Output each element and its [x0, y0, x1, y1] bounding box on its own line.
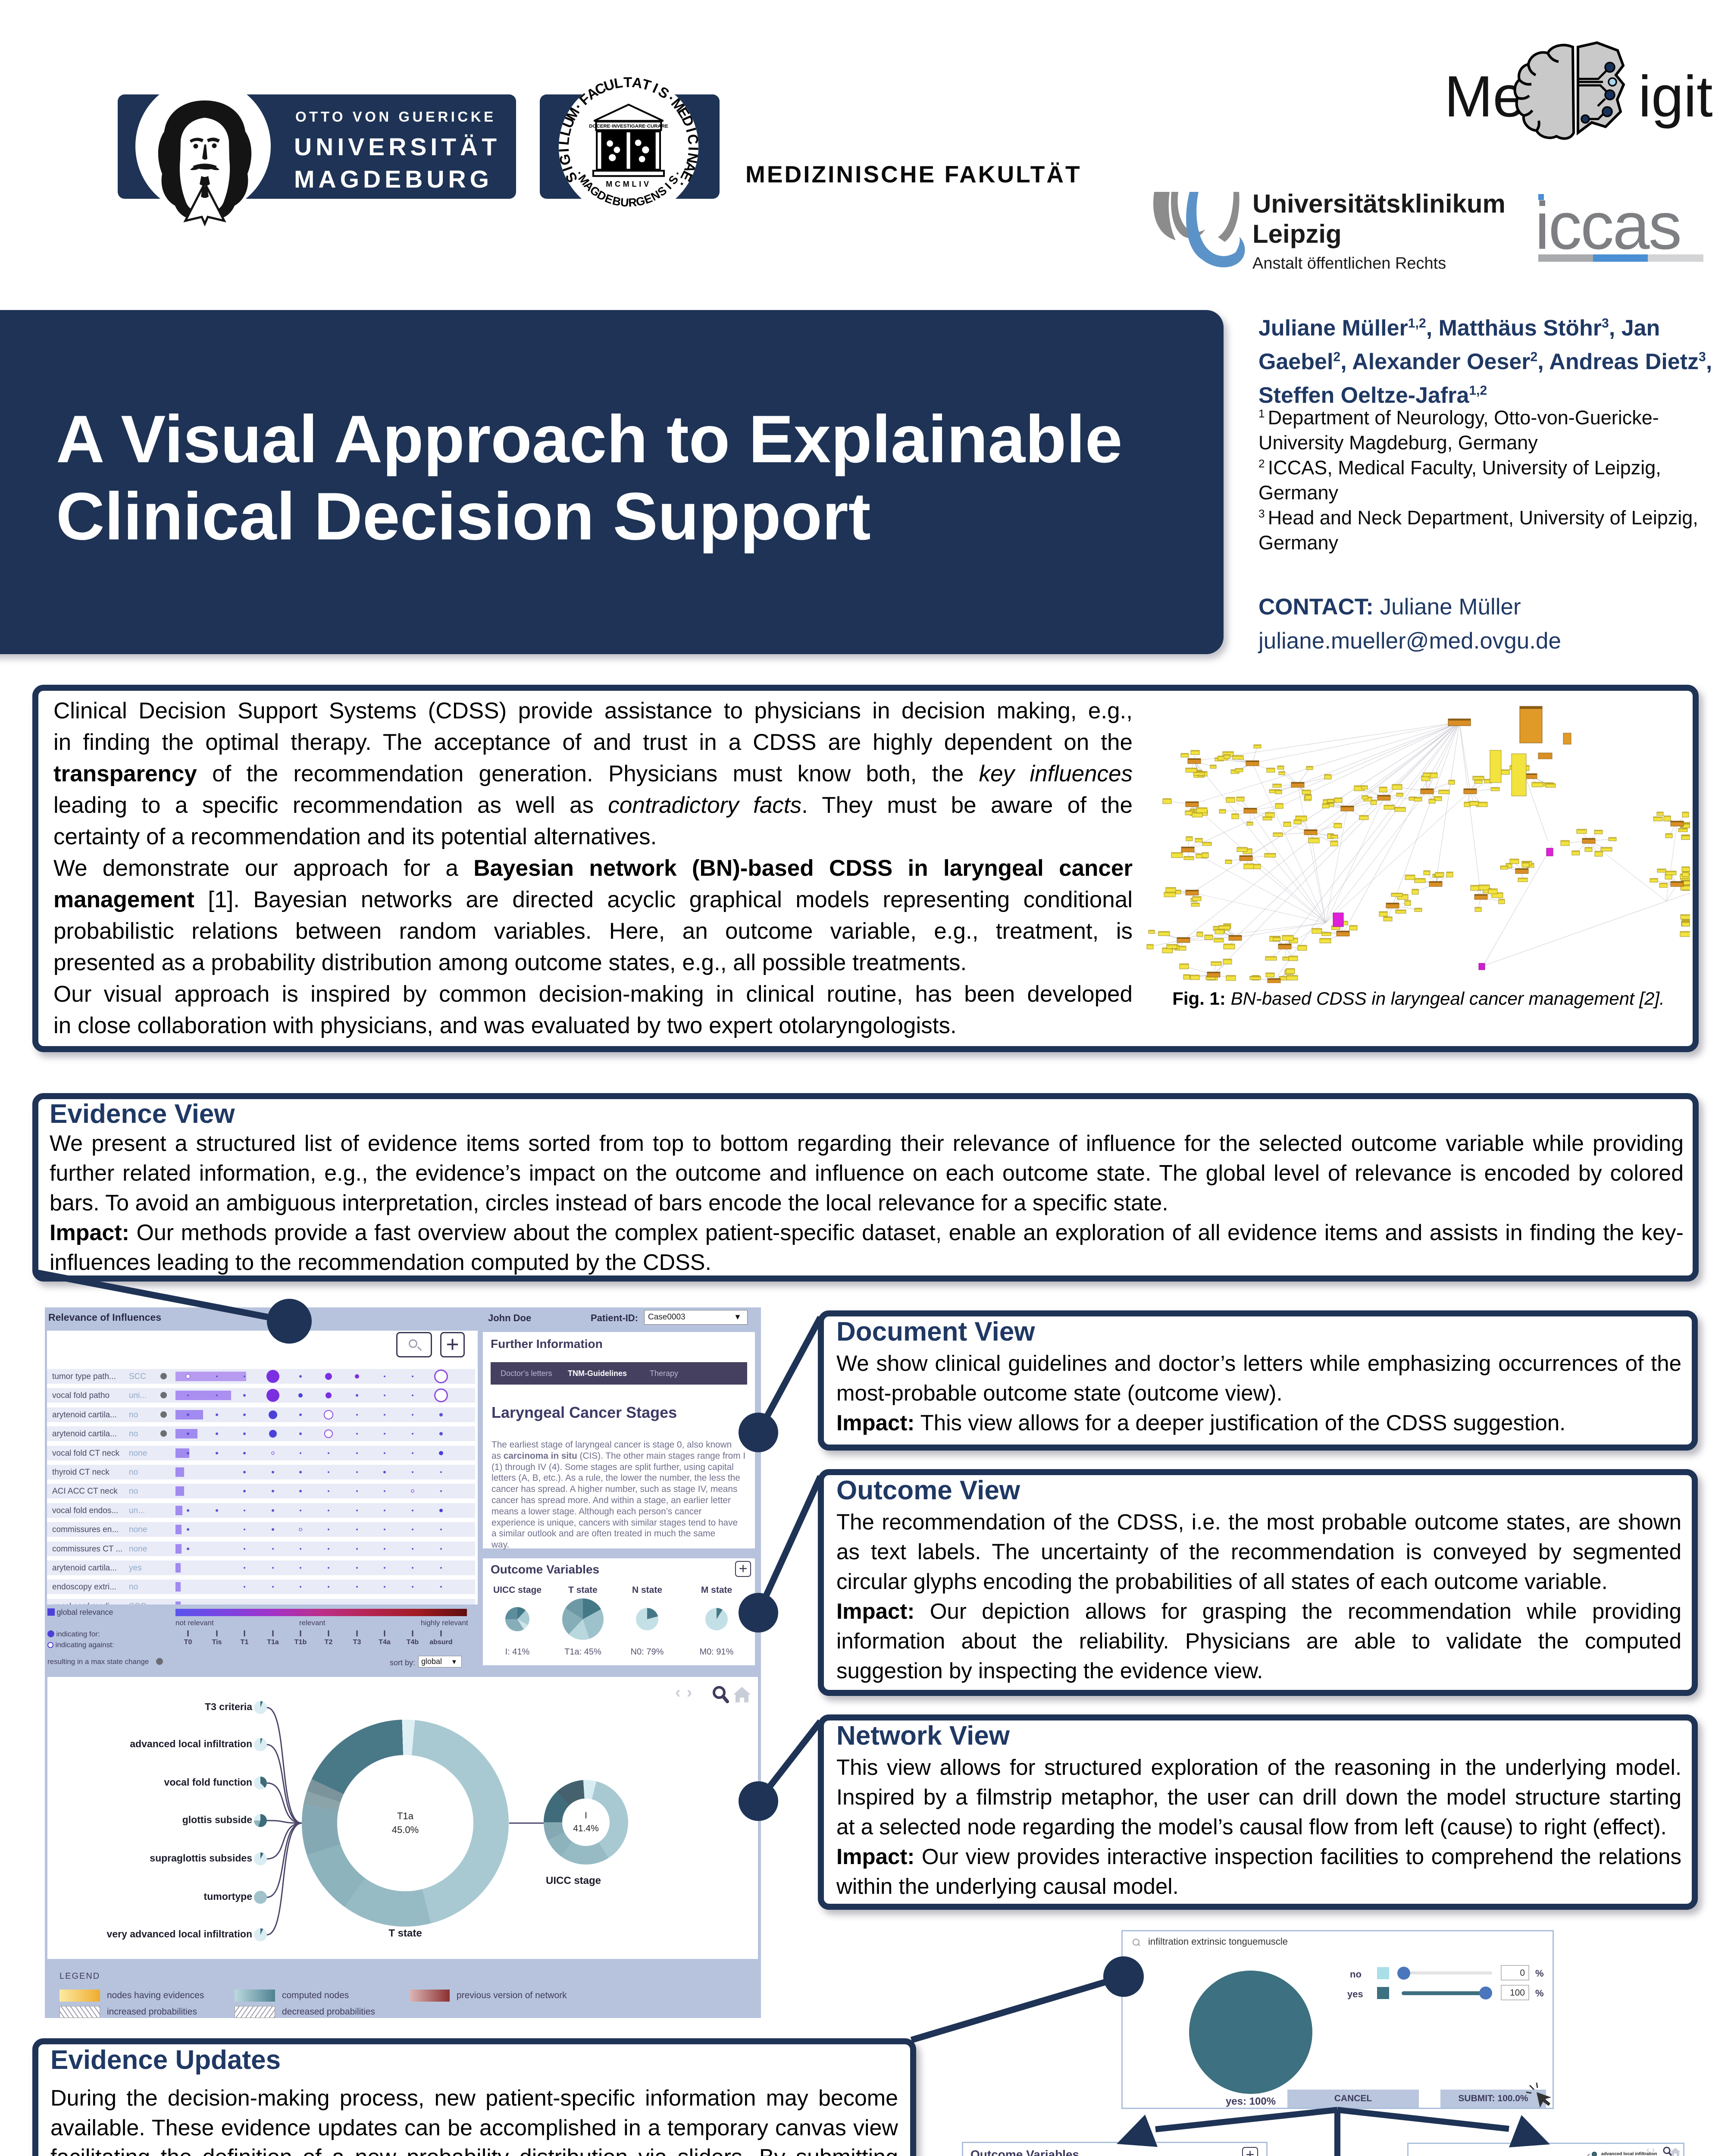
svg-text:Universitätsklinikum: Universitätsklinikum — [1252, 189, 1506, 218]
svg-text:R: R — [628, 196, 637, 209]
svg-text:I: I — [686, 147, 701, 151]
svg-text:MAGDEBURG: MAGDEBURG — [294, 166, 493, 193]
svg-text:Anstalt öffentlichen Rechts: Anstalt öffentlichen Rechts — [1252, 254, 1446, 273]
svg-text:T: T — [623, 74, 632, 90]
svg-text:iccas: iccas — [1535, 188, 1681, 263]
svg-text:C: C — [685, 133, 702, 145]
svg-text:OTTO VON GUERICKE: OTTO VON GUERICKE — [295, 109, 496, 125]
svg-text:DOCERE·INVESTIGARE·CURARE: DOCERE·INVESTIGARE·CURARE — [589, 124, 668, 129]
svg-text:I: I — [556, 148, 572, 153]
svg-text:U: U — [620, 196, 629, 209]
svg-text:L: L — [556, 136, 573, 146]
svg-text:UNIVERSITÄT: UNIVERSITÄT — [294, 133, 501, 161]
svg-text:MCMLIV: MCMLIV — [606, 180, 651, 188]
svg-text:Leipzig: Leipzig — [1252, 219, 1342, 248]
svg-text:Me: Me — [1444, 64, 1525, 129]
svg-text:igit: igit — [1638, 64, 1713, 129]
svg-text:A: A — [631, 74, 644, 91]
